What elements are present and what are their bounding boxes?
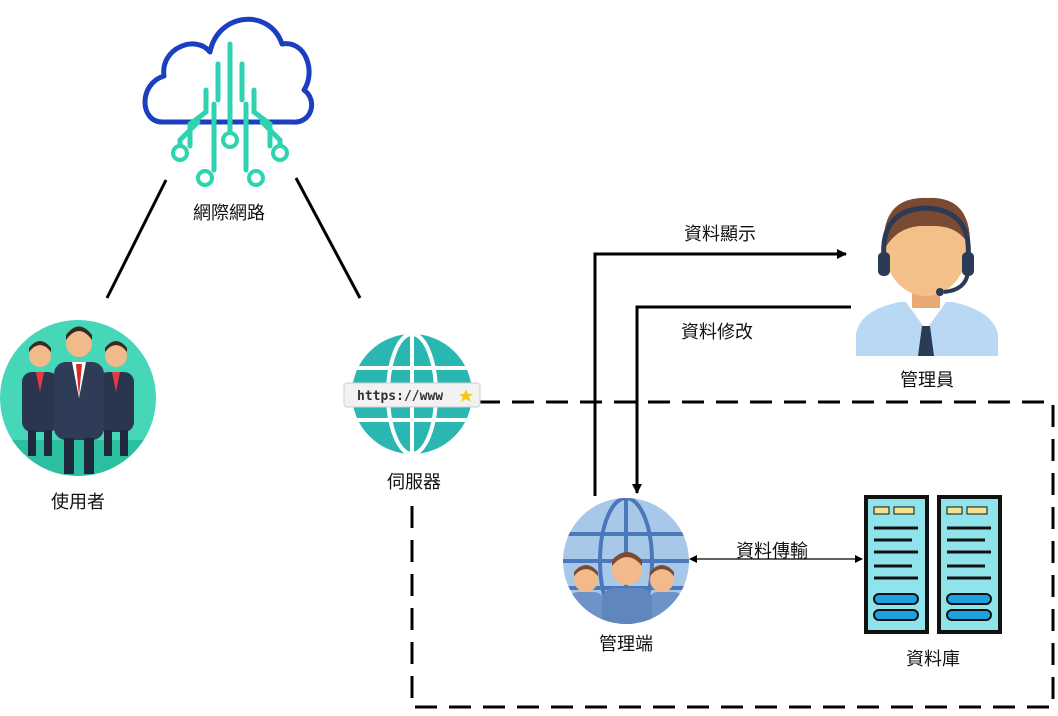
server-rack-right <box>937 495 1002 634</box>
database-servers-icon <box>864 495 1002 634</box>
database-label: 資料庫 <box>906 649 960 670</box>
admin-client-label: 管理端 <box>599 634 653 655</box>
edge-label-transfer: 資料傳輸 <box>736 541 808 562</box>
edge-label-display: 資料顯示 <box>684 224 756 245</box>
web-server-globe-icon: https://www <box>343 334 481 454</box>
arrow-data-display <box>593 249 847 496</box>
users-group-icon <box>0 320 156 476</box>
star-icon <box>459 389 473 402</box>
link-internet-users <box>105 179 168 299</box>
link-internet-server <box>294 177 362 299</box>
internet-label: 網際網路 <box>193 203 265 224</box>
server-rack-left <box>864 495 929 634</box>
admin-label: 管理員 <box>900 370 954 391</box>
cloud-network-icon <box>142 17 315 187</box>
arrow-data-modify <box>632 305 851 494</box>
admin-client-globe-icon <box>563 498 689 624</box>
edge-label-modify: 資料修改 <box>681 322 753 343</box>
admin-headset-person-icon <box>856 197 998 356</box>
private-zone-boundary <box>410 400 1055 709</box>
server-url-text: https://www <box>357 389 443 404</box>
server-label: 伺服器 <box>387 472 441 493</box>
users-label: 使用者 <box>51 492 105 513</box>
